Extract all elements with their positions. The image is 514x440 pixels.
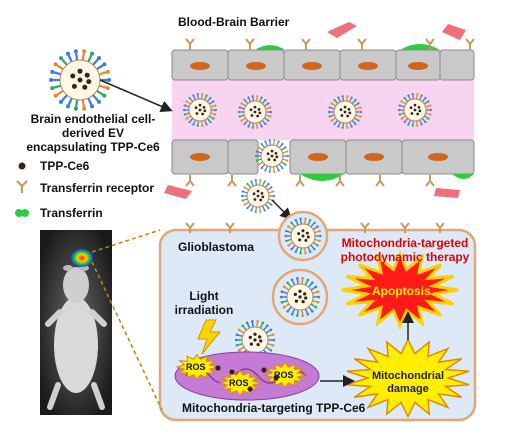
apoptosis-label: Apoptosis [372,284,431,298]
dot-icon [18,162,26,170]
receptor-1 [225,222,235,233]
receptor-4 [435,222,445,233]
ros-label-3: ROS [274,370,294,380]
lightning-bolt-icon [197,319,222,355]
ev-label-line-1: Brain endothelial cell- [30,112,156,126]
bbb-receptor-bottom-5 [425,175,435,187]
ev-lumen-1 [237,95,273,129]
apoptosis-burst [341,250,459,330]
ros-label-2: ROS [229,378,249,388]
damage-label: Mitochondrial damage [360,370,456,396]
tpp-dot-2 [261,367,267,373]
ros-burst-1 [175,353,219,381]
bbb-receptor-bottom-1 [227,175,237,187]
bbb-receptor-top-4 [425,38,435,50]
receptor-2 [360,222,370,233]
astrocyte-cells [164,22,466,199]
mito-targeting-label: Mitochondria-targeting TPP-Ce6 [182,401,366,415]
tpp-dot-1 [229,369,235,375]
bbb-receptor-top-2 [301,38,311,50]
ev-particles-tumor [234,217,322,360]
zoom-guide-lines [91,229,163,411]
legend-label-transferrin: Transferrin [40,206,103,220]
therapy-label-line-2: photodynamic therapy [340,250,470,264]
ev-lumen-4 [254,139,290,173]
ros-label-1: ROS [186,362,206,372]
therapy-label: Mitochondria-targeted photodynamic thera… [330,236,480,264]
bbb-receptor-bottom-4 [375,175,385,187]
ros-bursts [175,353,307,397]
receptor-3 [400,222,410,233]
tpp-dot-3 [273,375,279,381]
light-label-line-2: irradiation [174,303,234,317]
legend-label-transferrin-receptor: Transferrin receptor [40,181,155,195]
light-label: Light irradiation [174,289,234,317]
glioblastoma-label: Glioblastoma [178,240,255,254]
bbb-receptor-bottom-2 [295,175,305,187]
ev-lumen-2 [327,95,363,129]
ev-lumen-3 [397,93,433,127]
receptor-0 [185,222,195,233]
bbb-receptor-bottom-0 [185,175,195,187]
therapy-label-line-1: Mitochondria-targeted [341,236,469,250]
tpp-dot-4 [247,386,253,392]
ros-burst-2 [218,369,262,397]
fluorescence-signal [71,249,93,267]
bbb-receptor-top-1 [245,38,255,50]
endothelial-top-row [171,44,475,81]
ev-label-line-3: encapsulating TPP-Ce6 [26,140,160,154]
light-label-line-1: Light [189,289,219,303]
tpp-dot-0 [215,365,221,371]
bbb-receptor-bottom-3 [335,175,345,187]
bbb-receptor-top-0 [185,38,195,50]
ev-lumen-5 [240,179,276,213]
ev-tumor-1 [284,217,322,255]
damage-label-line-1: Mitochondrial [371,370,445,382]
arrow-bbb-to-tumor [271,199,293,221]
mouse-silhouette [45,265,107,410]
tumor-receptors [185,38,475,233]
legend-label-tpp-ce6: TPP-Ce6 [40,159,90,173]
bbb-receptor-top-3 [357,38,367,50]
ev-lumen-0 [182,93,218,127]
mito-damage-burst [346,337,470,419]
ev-tumor-2 [279,277,321,317]
ev-particles-lumen [182,93,433,213]
endothelial-bottom-row [171,139,475,181]
ev-label-line-2: derived EV [61,126,125,140]
damage-label-line-2: damage [387,383,429,395]
bbb-receptor-top-5 [465,38,475,50]
transferrin-icon [15,209,29,217]
ev-label: Brain endothelial cell- derived EV encap… [14,112,172,154]
ros-burst-3 [263,361,307,389]
page-title: Blood-Brain Barrier [178,15,290,29]
arrow-ev-to-bbb [99,79,173,112]
y-receptor-icon [16,180,28,193]
